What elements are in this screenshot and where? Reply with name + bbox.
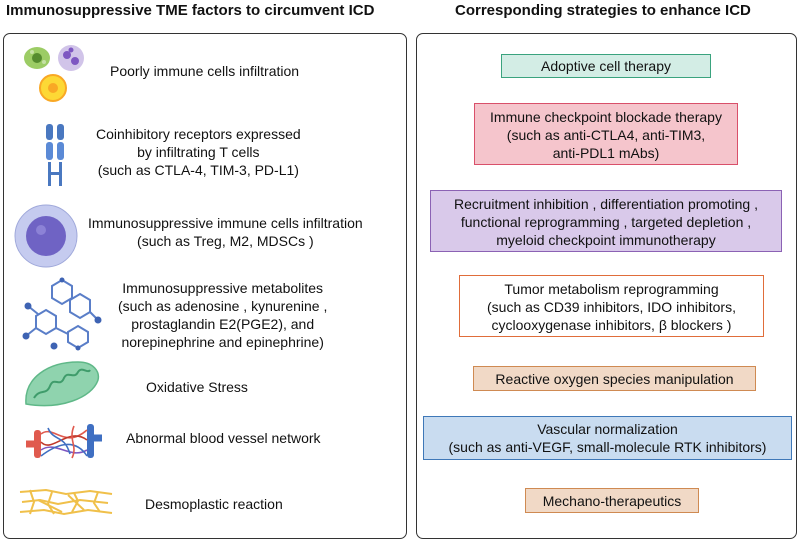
strategy-line: Reactive oxygen species manipulation — [495, 371, 734, 387]
receptor-icon — [46, 124, 64, 186]
factor-desmoplastic: Desmoplastic reaction — [145, 495, 283, 513]
strategies-panel — [416, 33, 797, 539]
strategy-line: Tumor metabolism reprogramming — [504, 281, 719, 297]
strategy-checkpoint-blockade: Immune checkpoint blockade therapy (such… — [474, 103, 738, 165]
factor-blood-vessels: Abnormal blood vessel network — [126, 429, 321, 447]
strategy-line: functional reprogramming , targeted depl… — [460, 214, 752, 230]
suppressive-cell-icon — [14, 204, 78, 268]
strategy-line: anti-PDL1 mAbs) — [552, 145, 660, 161]
strategy-myeloid-targeting: Recruitment inhibition , differentiation… — [430, 190, 782, 252]
factor-immune-infiltration: Poorly immune cells infiltration — [110, 62, 299, 80]
strategy-adoptive-cell-therapy: Adoptive cell therapy — [501, 54, 711, 78]
strategy-line: cyclooxygenase inhibitors, β blockers ) — [491, 317, 732, 333]
metabolite-molecule-icon — [22, 277, 102, 351]
factor-line: Abnormal blood vessel network — [126, 430, 321, 446]
factor-line: by infiltrating T cells — [137, 144, 260, 160]
blood-vessel-icon — [26, 424, 102, 459]
right-column-header: Corresponding strategies to enhance ICD — [455, 2, 751, 19]
factor-line: norepinephrine and epinephrine) — [121, 334, 324, 350]
strategy-ros-manipulation: Reactive oxygen species manipulation — [473, 366, 756, 391]
factor-line: Immunosuppressive metabolites — [122, 280, 324, 296]
factor-line: Oxidative Stress — [146, 379, 248, 395]
strategy-metabolism-reprogramming: Tumor metabolism reprogramming (such as … — [459, 275, 764, 337]
factor-metabolites: Immunosuppressive metabolites (such as a… — [118, 279, 327, 351]
strategy-line: (such as anti-CTLA4, anti-TIM3, — [506, 127, 706, 143]
strategy-line: myeloid checkpoint immunotherapy — [496, 232, 716, 248]
strategy-vascular-normalization: Vascular normalization (such as anti-VEG… — [423, 416, 792, 460]
factor-line: (such as Treg, M2, MDSCs ) — [137, 233, 314, 249]
strategy-line: Recruitment inhibition , differentiation… — [453, 196, 758, 212]
factor-oxidative-stress: Oxidative Stress — [146, 378, 248, 396]
factor-suppressive-cells: Immunosuppressive immune cells infiltrat… — [88, 214, 363, 250]
immune-cells-icon — [24, 45, 84, 102]
factor-line: Coinhibitory receptors expressed — [96, 126, 301, 142]
factor-line: (such as adenosine , kynurenine , — [118, 298, 328, 314]
factor-line: Immunosuppressive immune cells infiltrat… — [88, 215, 363, 231]
factor-line: Desmoplastic reaction — [145, 496, 283, 512]
strategy-line: (such as CD39 inhibitors, IDO inhibitors… — [487, 299, 736, 315]
factors-panel — [3, 33, 407, 539]
mitochondrion-icon — [25, 361, 100, 407]
strategy-mechano-therapeutics: Mechano-therapeutics — [525, 488, 699, 513]
factor-coinhibitory-receptors: Coinhibitory receptors expressed by infi… — [96, 125, 301, 179]
fiber-network-icon — [19, 488, 113, 516]
factor-line: (such as CTLA-4, TIM-3, PD-L1) — [97, 162, 299, 178]
strategy-line: Adoptive cell therapy — [541, 58, 671, 74]
left-column-header: Immunosuppressive TME factors to circumv… — [6, 2, 375, 19]
strategy-line: Vascular normalization — [537, 421, 678, 437]
strategy-line: (such as anti-VEGF, small-molecule RTK i… — [448, 439, 767, 455]
factor-line: Poorly immune cells infiltration — [110, 63, 300, 79]
strategy-line: Mechano-therapeutics — [542, 493, 682, 509]
strategy-line: Immune checkpoint blockade therapy — [490, 109, 722, 125]
factor-line: prostaglandin E2(PGE2), and — [131, 316, 315, 332]
